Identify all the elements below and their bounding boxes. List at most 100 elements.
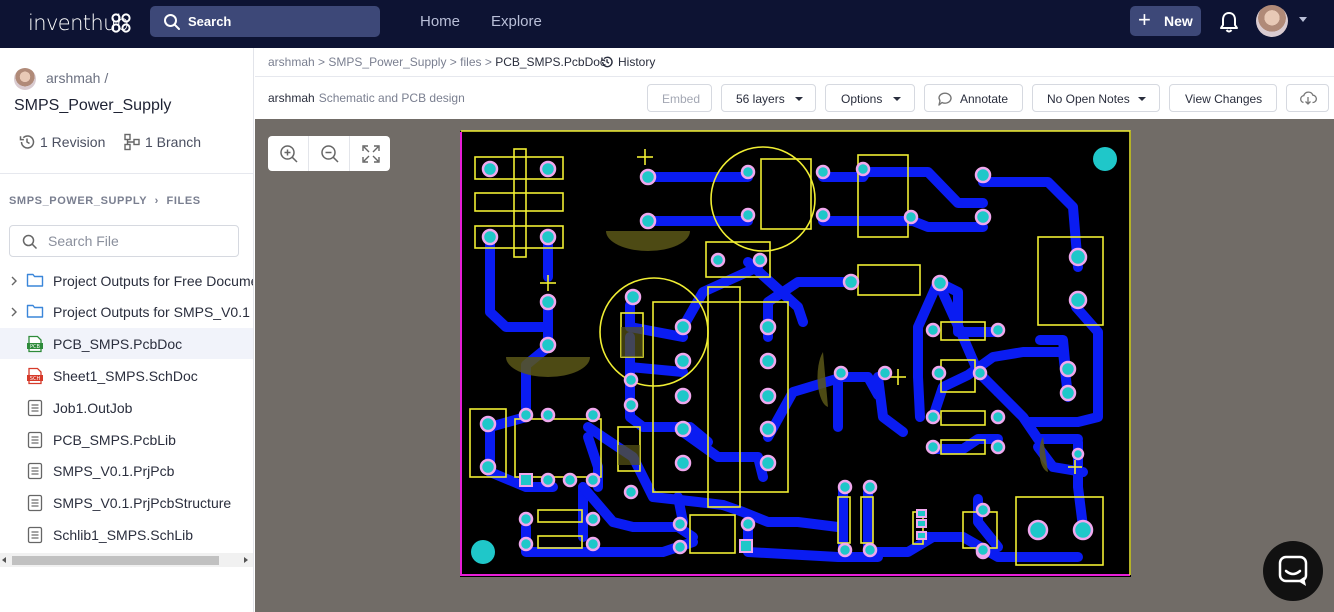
- file-tree-item[interactable]: SMPS_V0.1.PrjPcbStructure: [0, 487, 253, 518]
- user-menu-chevron-down-icon[interactable]: [1299, 17, 1307, 22]
- fit-to-screen-button[interactable]: [350, 136, 390, 171]
- download-button[interactable]: [1286, 84, 1329, 112]
- divider: [349, 136, 350, 171]
- divider: [255, 76, 1334, 77]
- repo-owner-link[interactable]: arshmah /: [46, 70, 109, 86]
- logo-mark-icon: [111, 13, 131, 33]
- chevron-right-icon[interactable]: [9, 306, 19, 318]
- zoom-out-button[interactable]: [309, 136, 349, 171]
- view-changes-button[interactable]: View Changes: [1169, 84, 1277, 112]
- file-breadcrumb: arshmah > SMPS_Power_Supply > files > PC…: [268, 55, 606, 69]
- file-name: Project Outputs for Free Docume: [53, 273, 254, 289]
- square-pads: [519, 473, 927, 553]
- breadcrumb-separator: >: [449, 55, 457, 69]
- file-name: SMPS_V0.1.PrjPcb: [53, 463, 175, 479]
- file-name: Sheet1_SMPS.SchDoc: [53, 368, 198, 384]
- file-name: SMPS_V0.1.PrjPcbStructure: [53, 495, 232, 511]
- chat-icon: [1278, 555, 1308, 586]
- file-search-input[interactable]: [48, 232, 228, 250]
- file-tree-item[interactable]: Project Outputs for SMPS_V0.1: [0, 296, 253, 327]
- folder-icon: [26, 273, 44, 287]
- chat-launcher-button[interactable]: [1263, 541, 1323, 601]
- files-breadcrumb: SMPS_POWER_SUPPLY › FILES: [9, 195, 201, 207]
- file-name: PCB_SMPS.PcbLib: [53, 432, 176, 448]
- history-icon: [601, 56, 613, 68]
- owner-avatar: [14, 68, 36, 90]
- options-label: Options: [841, 92, 883, 106]
- search-label: Search: [188, 14, 232, 29]
- chevron-down-icon: [893, 97, 901, 101]
- user-avatar[interactable]: [1256, 5, 1288, 37]
- logo[interactable]: inventhub: [28, 11, 129, 35]
- board-outline: [460, 132, 1130, 576]
- document-icon: [27, 431, 43, 449]
- zoom-in-button[interactable]: [268, 136, 308, 171]
- file-tree-item-selected[interactable]: PCB PCB_SMPS.PcbDoc: [0, 328, 253, 359]
- zoom-in-icon: [280, 145, 298, 163]
- file-tree-item[interactable]: SMPS_V0.1.PrjPcb: [0, 455, 253, 486]
- layers-label: 56 layers: [736, 92, 785, 106]
- document-icon: [27, 526, 43, 544]
- svg-text:SCH: SCH: [30, 376, 41, 382]
- notes-label: No Open Notes: [1047, 92, 1130, 106]
- mounting-hole: [471, 540, 495, 564]
- component-pads: [479, 160, 1094, 560]
- pcb-viewer-canvas[interactable]: [255, 119, 1334, 612]
- document-icon: [27, 399, 43, 417]
- chevron-right-icon[interactable]: [9, 275, 19, 287]
- files-breadcrumb-files[interactable]: FILES: [166, 195, 201, 207]
- scroll-right-arrow-icon[interactable]: [244, 557, 248, 563]
- commit-message: Schematic and PCB design: [318, 91, 465, 105]
- scrollbar-thumb[interactable]: [12, 556, 219, 565]
- file-tree-item[interactable]: Schlib1_SMPS.SchLib: [0, 519, 253, 550]
- file-search: [9, 225, 239, 257]
- breadcrumb-current-file: PCB_SMPS.PcbDoc: [495, 55, 606, 69]
- notes-dropdown[interactable]: No Open Notes: [1032, 84, 1160, 112]
- notifications-bell-icon[interactable]: [1219, 11, 1239, 33]
- file-tree-item[interactable]: SCH Sheet1_SMPS.SchDoc: [0, 360, 253, 391]
- files-breadcrumb-repo[interactable]: SMPS_POWER_SUPPLY: [9, 195, 147, 207]
- file-tree-item[interactable]: Job1.OutJob: [0, 392, 253, 423]
- new-button[interactable]: + New: [1130, 6, 1201, 36]
- file-name: Schlib1_SMPS.SchLib: [53, 527, 194, 543]
- annotate-button[interactable]: Annotate: [924, 84, 1023, 112]
- breadcrumb-separator: >: [318, 55, 326, 69]
- top-navbar: inventhub Search Home Explore + New: [0, 0, 1334, 48]
- file-tree-item[interactable]: PCB_SMPS.PcbLib: [0, 424, 253, 455]
- file-name: Project Outputs for SMPS_V0.1: [53, 304, 250, 320]
- file-tree-item[interactable]: Project Outputs for Free Docume: [0, 265, 254, 296]
- commit-author[interactable]: arshmah: [268, 91, 315, 105]
- breadcrumb-files[interactable]: files: [460, 55, 482, 69]
- layers-dropdown[interactable]: 56 layers: [721, 84, 816, 112]
- repo-name[interactable]: SMPS_Power_Supply: [14, 97, 172, 114]
- embed-button[interactable]: Embed: [647, 84, 712, 112]
- options-dropdown[interactable]: Options: [825, 84, 915, 112]
- branches-label: 1 Branch: [145, 134, 202, 150]
- repo-sidebar: arshmah / SMPS_Power_Supply 1 Revision 1…: [0, 48, 254, 612]
- divider: [0, 173, 253, 174]
- pcb-file-icon: PCB: [27, 335, 43, 353]
- search-icon: [164, 14, 180, 30]
- embed-label: Embed: [662, 92, 701, 106]
- zoom-out-icon: [321, 145, 339, 163]
- expand-icon: [362, 145, 380, 163]
- nav-home-link[interactable]: Home: [420, 13, 461, 30]
- annotate-comment-icon: [938, 92, 952, 106]
- revisions-label: 1 Revision: [40, 134, 106, 150]
- cloud-download-icon: [1300, 91, 1317, 105]
- history-icon: [19, 135, 35, 149]
- breadcrumb-repo[interactable]: SMPS_Power_Supply: [328, 55, 447, 69]
- global-search[interactable]: Search: [150, 6, 380, 37]
- breadcrumb-owner[interactable]: arshmah: [268, 55, 315, 69]
- breadcrumb-separator: >: [484, 55, 492, 69]
- scroll-left-arrow-icon[interactable]: [2, 557, 6, 563]
- document-icon: [27, 462, 43, 480]
- chevron-down-icon: [1138, 97, 1146, 101]
- history-label: History: [618, 55, 656, 69]
- svg-text:PCB: PCB: [30, 344, 41, 350]
- breadcrumb-chevron-icon: ›: [154, 195, 159, 207]
- new-button-label: New: [1164, 13, 1193, 29]
- nav-explore-link[interactable]: Explore: [491, 13, 542, 30]
- sidebar-horizontal-scrollbar[interactable]: [0, 553, 253, 567]
